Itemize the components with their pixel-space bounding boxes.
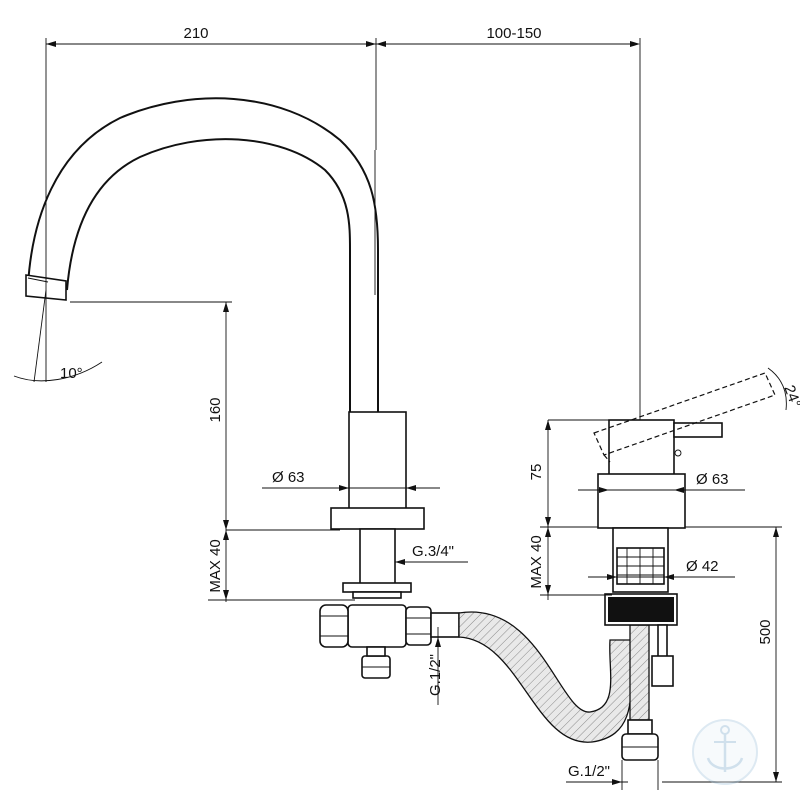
spout-base-flange bbox=[330, 507, 425, 530]
spout bbox=[25, 97, 425, 599]
hose-braid bbox=[458, 611, 633, 743]
spout-body bbox=[348, 411, 407, 513]
spout-angle-label: 10° bbox=[60, 365, 83, 382]
mixer-lever bbox=[673, 422, 723, 438]
spout-inner-curve bbox=[66, 138, 351, 412]
lever-angle-label: 24° bbox=[780, 383, 800, 410]
anchor-icon bbox=[692, 719, 758, 785]
spout-shank bbox=[359, 528, 396, 585]
mixer-diameter-label: Ø 63 bbox=[696, 471, 729, 488]
mixer-locknut-dark bbox=[608, 597, 674, 622]
valve-connector bbox=[319, 604, 460, 679]
valve-hose-ferrule bbox=[430, 612, 460, 638]
dimension-labels: 210 100-150 160 MAX 40 Ø 63 G.3/4" G.1/2… bbox=[60, 25, 800, 780]
mixer-base-flange bbox=[597, 473, 686, 529]
lever-height-label: 75 bbox=[528, 464, 545, 481]
max-deck-left-label: MAX 40 bbox=[207, 539, 224, 592]
valve-body bbox=[347, 604, 407, 648]
hose-thread-left-label: G.1/2" bbox=[427, 654, 444, 696]
mixer-lever-tilted bbox=[593, 372, 776, 456]
hose-length-label: 500 bbox=[757, 619, 774, 644]
mixer-base-diameter-label: Ø 42 bbox=[686, 558, 719, 575]
max-deck-right-label: MAX 40 bbox=[528, 535, 545, 588]
spout-outer-curve bbox=[27, 97, 379, 412]
mixer-bottom-fitting bbox=[627, 719, 653, 735]
spout-nozzle-line bbox=[27, 277, 49, 283]
spout-height-label: 160 bbox=[207, 397, 224, 422]
spout-diameter-label: Ø 63 bbox=[272, 469, 305, 486]
spout-thread-label: G.3/4" bbox=[412, 543, 454, 560]
flexible-hose bbox=[458, 611, 650, 743]
mixer bbox=[593, 372, 776, 761]
mixer-lever-pin bbox=[674, 449, 682, 457]
spout-locknut-lower bbox=[352, 591, 402, 599]
hose-vertical-braid bbox=[629, 624, 650, 721]
valve-left-nut bbox=[319, 604, 349, 648]
spout-reach-label: 210 bbox=[183, 25, 208, 42]
dimension-lines bbox=[13, 38, 787, 790]
center-distance-label: 100-150 bbox=[486, 25, 541, 42]
spout-locknut bbox=[342, 582, 412, 593]
hose-thread-bottom-label: G.1/2" bbox=[568, 763, 610, 780]
mixer-cartridge-thread bbox=[616, 547, 665, 585]
valve-right-nut bbox=[405, 606, 432, 646]
mixer-body bbox=[608, 419, 675, 476]
